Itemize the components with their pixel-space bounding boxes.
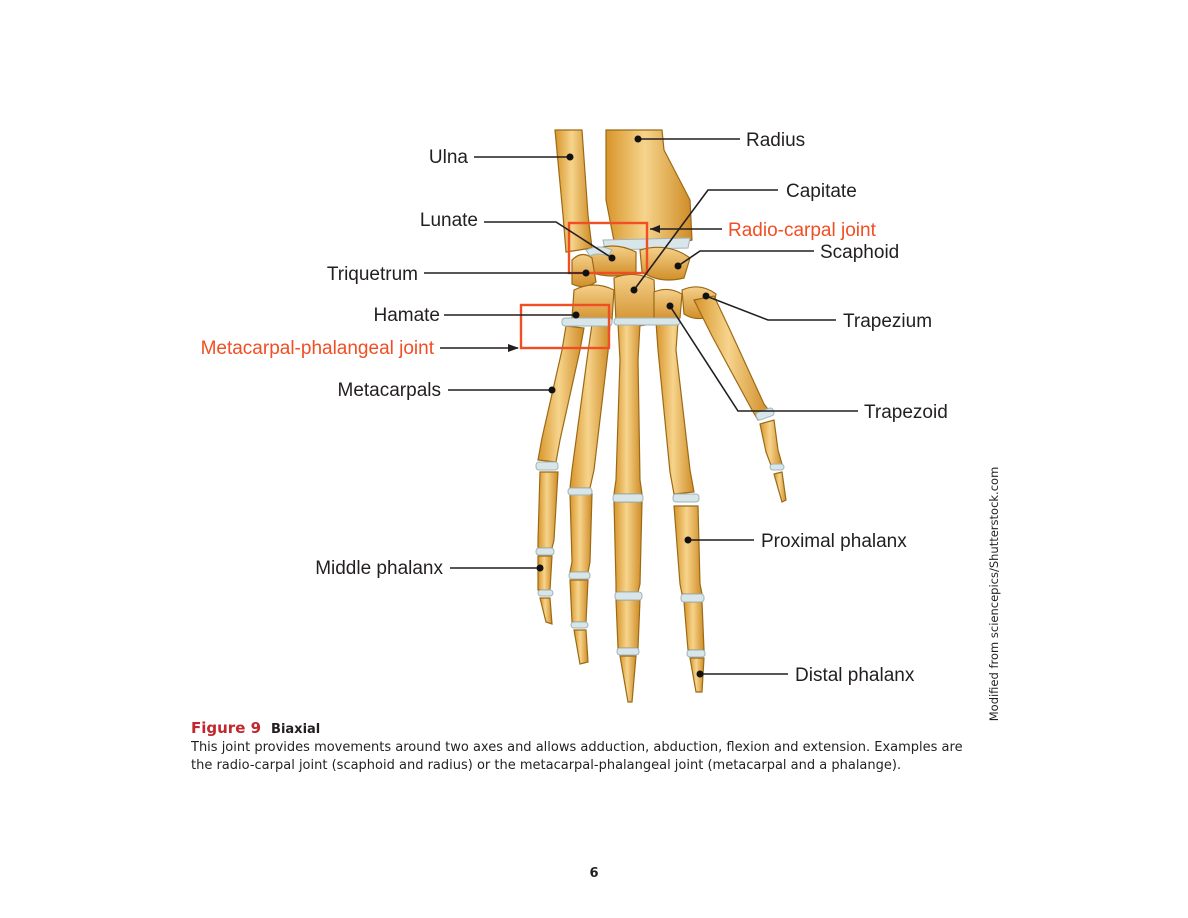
metacarpal-3 — [613, 323, 643, 495]
distal-phalanx-1 — [773, 471, 787, 503]
scaphoid-bone — [639, 246, 691, 281]
label-radius: Radius — [746, 130, 805, 151]
radius-bone — [605, 129, 693, 249]
proximal-phalanx-3 — [613, 501, 643, 593]
label-metacarpal-phalangeal-joint: Metacarpal-phalangeal joint — [201, 338, 435, 359]
radio-carpal-joint-box — [567, 221, 649, 275]
label-ulna: Ulna — [429, 147, 469, 168]
proximal-phalanx-2 — [673, 505, 703, 595]
proximal-phalanx-4 — [569, 493, 593, 573]
label-trapezium: Trapezium — [843, 311, 932, 332]
label-trapezoid: Trapezoid — [864, 402, 948, 423]
label-scaphoid: Scaphoid — [820, 242, 899, 263]
joint-cartilage — [535, 317, 785, 658]
distal-phalanx-3 — [619, 655, 637, 703]
label-distal-phalanx: Distal phalanx — [795, 665, 915, 686]
distal-phalanx-5 — [539, 597, 553, 625]
middle-phalanx-3 — [615, 599, 641, 649]
image-credit: Modified from sciencepics/Shutterstock.c… — [987, 467, 1001, 722]
metacarpal-2 — [655, 321, 695, 495]
proximal-phalanx-1 — [759, 419, 783, 469]
label-lunate: Lunate — [420, 210, 478, 231]
metacarpal-phalangeal-joint-box — [519, 303, 611, 350]
label-capitate: Capitate — [786, 181, 857, 202]
figure-number: Figure 9 — [191, 719, 262, 737]
hand-bones — [535, 129, 787, 703]
figure-caption-text: This joint provides movements around two… — [191, 740, 963, 773]
figure-title: Biaxial — [271, 722, 321, 737]
label-radio-carpal-joint: Radio-carpal joint — [728, 220, 877, 241]
middle-phalanx-5 — [537, 555, 553, 591]
leader-lines — [424, 135, 858, 678]
label-proximal-phalanx: Proximal phalanx — [761, 531, 907, 552]
label-hamate: Hamate — [373, 305, 440, 326]
middle-phalanx-2 — [683, 601, 705, 651]
distal-phalanx-4 — [573, 629, 589, 665]
proximal-phalanx-5 — [537, 471, 559, 549]
middle-phalanx-4 — [569, 579, 589, 623]
figure-caption: Figure 9 Biaxial This joint provides move… — [191, 718, 971, 775]
label-middle-phalanx: Middle phalanx — [315, 558, 443, 579]
label-metacarpals: Metacarpals — [338, 380, 442, 401]
page-number: 6 — [589, 866, 599, 881]
label-triquetrum: Triquetrum — [327, 264, 418, 285]
